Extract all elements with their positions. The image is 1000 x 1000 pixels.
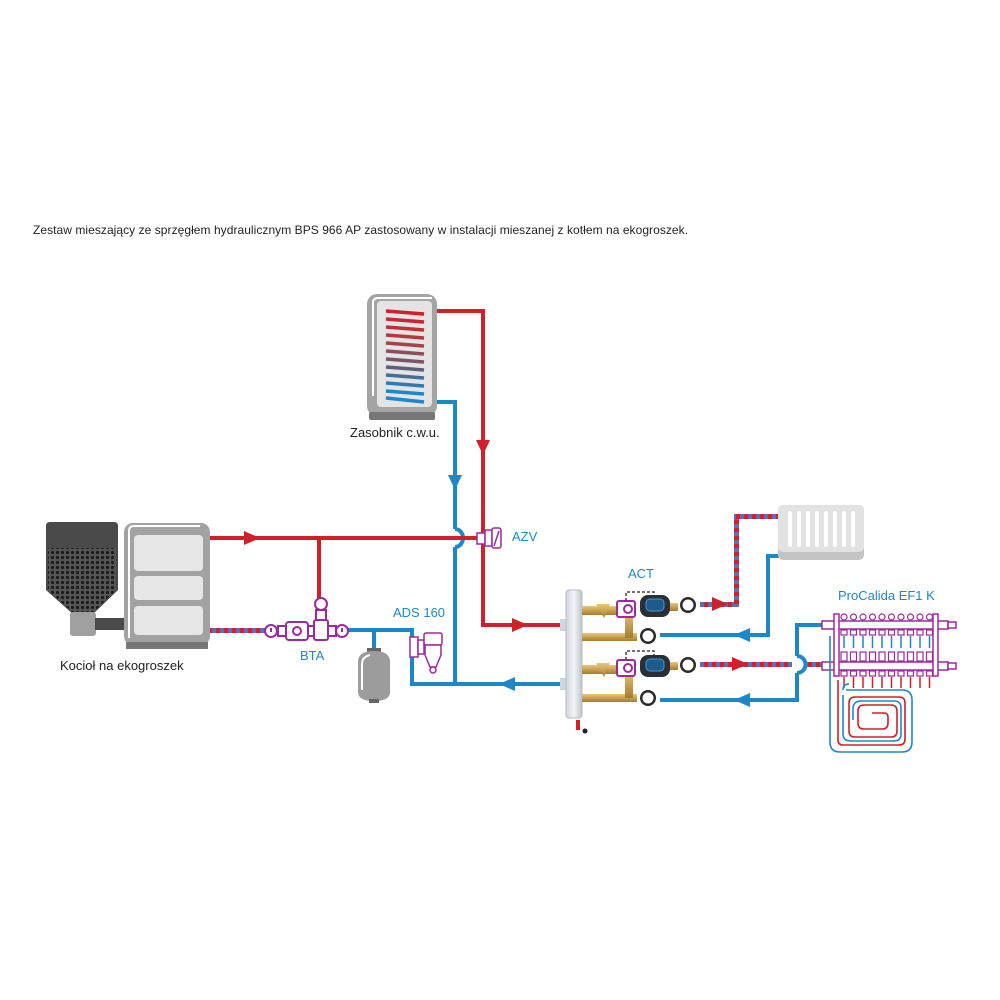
circulation-pump-icon[interactable] [640,595,670,617]
manifold-outlet-icon [897,670,905,677]
manifold-icon[interactable] [821,613,957,688]
flowmeter-icon [849,651,858,662]
manifold-valve-icon [925,613,934,621]
manifold-outlet-icon [887,670,896,677]
manifold-valve-icon [897,613,905,621]
manifold-outlet-icon [878,670,886,677]
circulation-pump-icon[interactable] [640,655,670,677]
tank-coil [385,309,425,404]
flowmeter-icon [878,651,886,662]
fuel-hopper-icon [46,522,127,636]
manifold-outlet-icon [906,629,915,636]
pellet-boiler-icon[interactable] [124,523,210,649]
manifold-outlet-icon [849,670,858,677]
act-label: ACT [628,566,654,581]
actuator-icon[interactable] [616,600,636,618]
flowmeter-icon [859,651,867,662]
manifold-valve-icon [878,613,886,621]
manifold-outlet-icon [878,629,886,636]
manifold-valve-icon [868,613,877,621]
pipe-boiler-return-mixed [210,628,268,633]
flowmeter-icon [868,651,877,662]
manifold-outlet-icon [849,629,858,636]
manifold-valve-icon [916,613,924,621]
azv-label: AZV [512,529,538,544]
manifold-label: ProCalida EF1 K [838,588,935,603]
dirt-separator-icon[interactable] [409,632,443,674]
hot-water-tank-icon[interactable] [367,294,437,420]
ads-label: ADS 160 [393,605,446,620]
manifold-valve-icon [887,613,896,621]
manifold-valve-icon [849,613,858,621]
flowmeter-icon [925,651,934,662]
manifold-outlet-icon [925,629,934,636]
flowmeter-icon [916,651,924,662]
hydraulic-coupler-icon[interactable] [560,589,588,734]
manifold-valve-icon [859,613,867,621]
flow-arrow [476,440,490,455]
flow-arrow [448,475,462,490]
manifold-outlet-icon [840,629,848,636]
thermometer-icon [640,628,656,644]
flow-arrow [512,618,528,632]
diagram-caption: Zestaw mieszający ze sprzęgłem hydraulic… [33,223,689,237]
manifold-outlet-icon [916,629,924,636]
flow-arrow [734,628,750,642]
actuator-cable [625,650,655,660]
flowmeter-icon [887,651,896,662]
actuator-icon[interactable] [616,659,636,677]
thermostatic-valve-icon[interactable] [264,597,349,641]
manifold-valve-icon [840,613,848,621]
underfloor-heating-coil-icon [829,636,913,753]
thermometer-icon [640,690,656,706]
manifold-outlet-icon [868,629,877,636]
thermometer-icon [680,597,696,613]
radiator-icon[interactable] [778,505,864,560]
flow-arrow [712,597,728,611]
manifold-valve-icon [906,613,915,621]
manifold-outlet-icon [906,670,915,677]
manifold-outlet-icon [840,670,848,677]
manifold-outlet-icon [859,629,867,636]
manifold-outlet-icon [916,670,924,677]
tank-label: Zasobnik c.w.u. [350,425,440,440]
manifold-outlet-icon [925,670,934,677]
manifold-outlet-icon [897,629,905,636]
expansion-vessel-icon[interactable] [358,648,390,703]
boiler-label: Kocioł na ekogroszek [60,658,184,673]
manifold-outlet-icon [859,670,867,677]
flowmeter-icon [906,651,915,662]
zone-valve-icon[interactable] [476,527,502,549]
flow-arrow [244,531,260,545]
thermometer-icon [680,657,696,673]
bta-label: BTA [300,648,325,663]
flow-arrow [732,657,748,671]
pipe-radiator-return [660,554,782,637]
flowmeter-icon [897,651,905,662]
flow-arrow [499,677,515,691]
pipe-tank-supply [428,309,560,627]
flow-arrow [734,693,750,707]
manifold-outlet-icon [868,670,877,677]
pipe-floor-return [660,623,828,702]
flowmeter-icon [840,651,848,662]
manifold-outlet-icon [887,629,896,636]
